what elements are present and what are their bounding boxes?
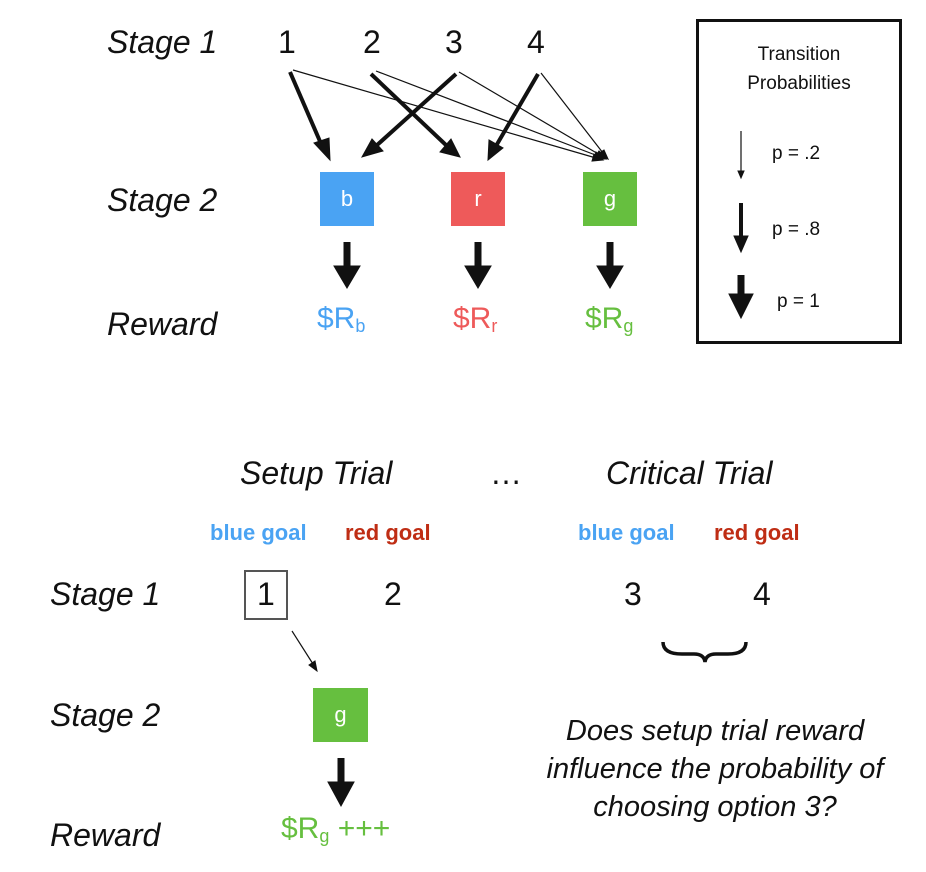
critical-option-4: 4	[753, 576, 771, 612]
legend-arrow-thin-head	[737, 170, 745, 180]
options-brace	[661, 641, 748, 663]
setup-arrow-1-to-g-head	[308, 660, 318, 673]
option-3: 3	[445, 24, 463, 60]
legend-arrows	[728, 131, 754, 320]
critical-trial-title: Critical Trial	[606, 455, 773, 491]
arrow-1-to-b	[288, 71, 324, 147]
arrow-2-to-g	[375, 70, 599, 157]
stage2-label-bottom: Stage 2	[50, 697, 161, 733]
setup-reward-main: $R	[281, 812, 320, 845]
critical-option-3: 3	[624, 576, 642, 612]
state-g-box: g	[583, 172, 637, 226]
chosen-option-box	[244, 570, 288, 620]
transition-arrows	[288, 69, 610, 162]
reward-arrows-top	[333, 242, 624, 289]
stage1-label-top: Stage 1	[107, 24, 218, 60]
legend-title-line1: Transition	[757, 44, 841, 65]
reward-b-main: $R	[317, 302, 356, 335]
state-r-box: r	[451, 172, 505, 226]
arrow-r-reward-head	[464, 265, 492, 289]
setup-arrows	[291, 630, 355, 808]
reward-label-bottom: Reward	[50, 817, 161, 853]
arrow-3-to-b	[374, 72, 458, 148]
arrow-b-reward-head	[333, 265, 361, 289]
arrow-3-to-b-head	[360, 138, 384, 158]
reward-r-sub: r	[491, 316, 498, 336]
setup-option-1: 1	[257, 576, 275, 612]
setup-reward: $Rg +++	[281, 812, 390, 846]
reward-label-top: Reward	[107, 306, 218, 342]
state-b-box: b	[320, 172, 374, 226]
critical-red-goal: red goal	[714, 520, 800, 545]
arrow-g-reward-head	[596, 265, 624, 289]
reward-b: $Rb	[317, 302, 365, 336]
legend-label-p1: p = 1	[777, 291, 820, 312]
arrow-4-to-g	[540, 72, 604, 154]
reward-g-sub: g	[623, 316, 634, 336]
arrow-2-to-r	[369, 72, 449, 148]
critical-blue-goal: blue goal	[578, 520, 675, 545]
setup-option-2: 2	[384, 576, 402, 612]
research-question: Does setup trial reward influence the pr…	[546, 715, 884, 823]
arrow-3-to-g	[458, 71, 601, 156]
reward-g: $Rg	[585, 302, 633, 336]
setup-arrow-g-reward-head	[327, 781, 355, 808]
stage1-label-bottom: Stage 1	[50, 576, 161, 612]
reward-r-main: $R	[453, 302, 492, 335]
setup-blue-goal: blue goal	[210, 520, 307, 545]
setup-trial-title: Setup Trial	[240, 455, 393, 491]
setup-red-goal: red goal	[345, 520, 431, 545]
arrow-4-to-r	[494, 72, 540, 148]
legend-title-line2: Probabilities	[747, 73, 851, 94]
stage2-label-top: Stage 2	[107, 182, 218, 218]
option-2: 2	[363, 24, 381, 60]
setup-arrow-1-to-g	[291, 630, 314, 665]
reward-g-main: $R	[585, 302, 624, 335]
legend-arrow-thick-head	[728, 293, 754, 320]
legend-label-p02: p = .2	[772, 143, 821, 164]
arrow-2-to-r-head	[439, 138, 461, 158]
reward-b-sub: b	[355, 316, 366, 336]
ellipsis: …	[490, 455, 522, 491]
reward-r: $Rr	[453, 302, 497, 336]
setup-state-g-box: g	[313, 688, 368, 742]
setup-reward-suffix: +++	[329, 812, 391, 845]
arrow-1-to-b-head	[313, 137, 331, 162]
setup-reward-sub: g	[319, 826, 330, 846]
transition-probabilities-legend: Transition Probabilities p = .2 p = .8 p…	[696, 19, 902, 344]
option-1: 1	[278, 24, 296, 60]
legend-arrow-medium-head	[733, 235, 749, 254]
legend-label-p08: p = .8	[772, 219, 821, 240]
arrow-4-to-r-head	[487, 139, 504, 162]
legend-title: Transition Probabilities	[699, 40, 899, 98]
option-4: 4	[527, 24, 545, 60]
arrow-1-to-g	[292, 69, 597, 159]
arrow-4-to-g-head	[597, 149, 610, 161]
